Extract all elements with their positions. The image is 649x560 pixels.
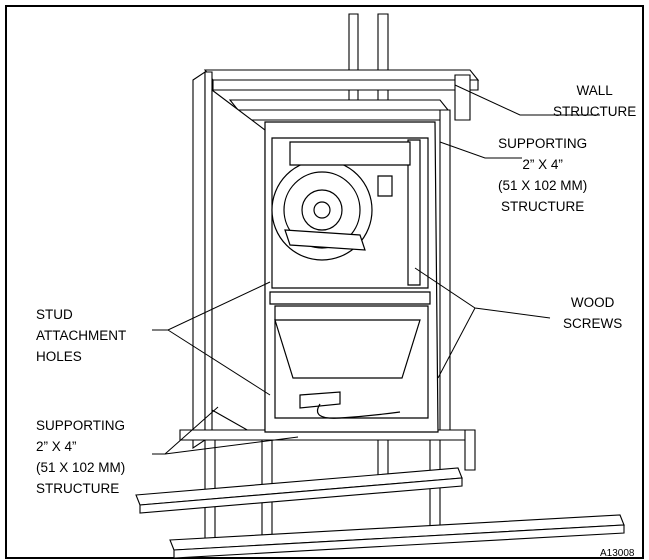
leader-lines [152,84,600,455]
label-line: 2” X 4” [522,157,563,172]
label-stud-holes: STUD ATTACHMENT HOLES [36,304,126,367]
label-line: ATTACHMENT [36,328,127,343]
label-line: SUPPORTING [36,418,126,433]
label-wood-screws: WOOD SCREWS [563,292,622,334]
label-wall-structure: WALL STRUCTURE [553,80,636,122]
label-line: STRUCTURE [553,104,637,119]
label-line: HOLES [36,349,82,364]
wood-frame [135,13,625,559]
label-line: WALL [576,83,613,98]
diagram-border [5,5,644,559]
label-line: (51 X 102 MM) [36,460,126,475]
label-line: 2” X 4” [36,439,77,454]
label-line: SCREWS [563,316,623,331]
label-line: STUD [36,307,73,322]
label-supporting-bottom: SUPPORTING 2” X 4” (51 X 102 MM) STRUCTU… [36,415,125,499]
label-supporting-top: SUPPORTING 2” X 4” (51 X 102 MM) STRUCTU… [498,133,587,217]
label-line: SUPPORTING [498,136,588,151]
label-line: STRUCTURE [36,481,120,496]
label-line: STRUCTURE [501,199,585,214]
figure-id: A13008 [600,548,635,559]
label-line: (51 X 102 MM) [498,178,588,193]
furnace-unit [264,121,439,433]
label-line: WOOD [570,295,615,310]
